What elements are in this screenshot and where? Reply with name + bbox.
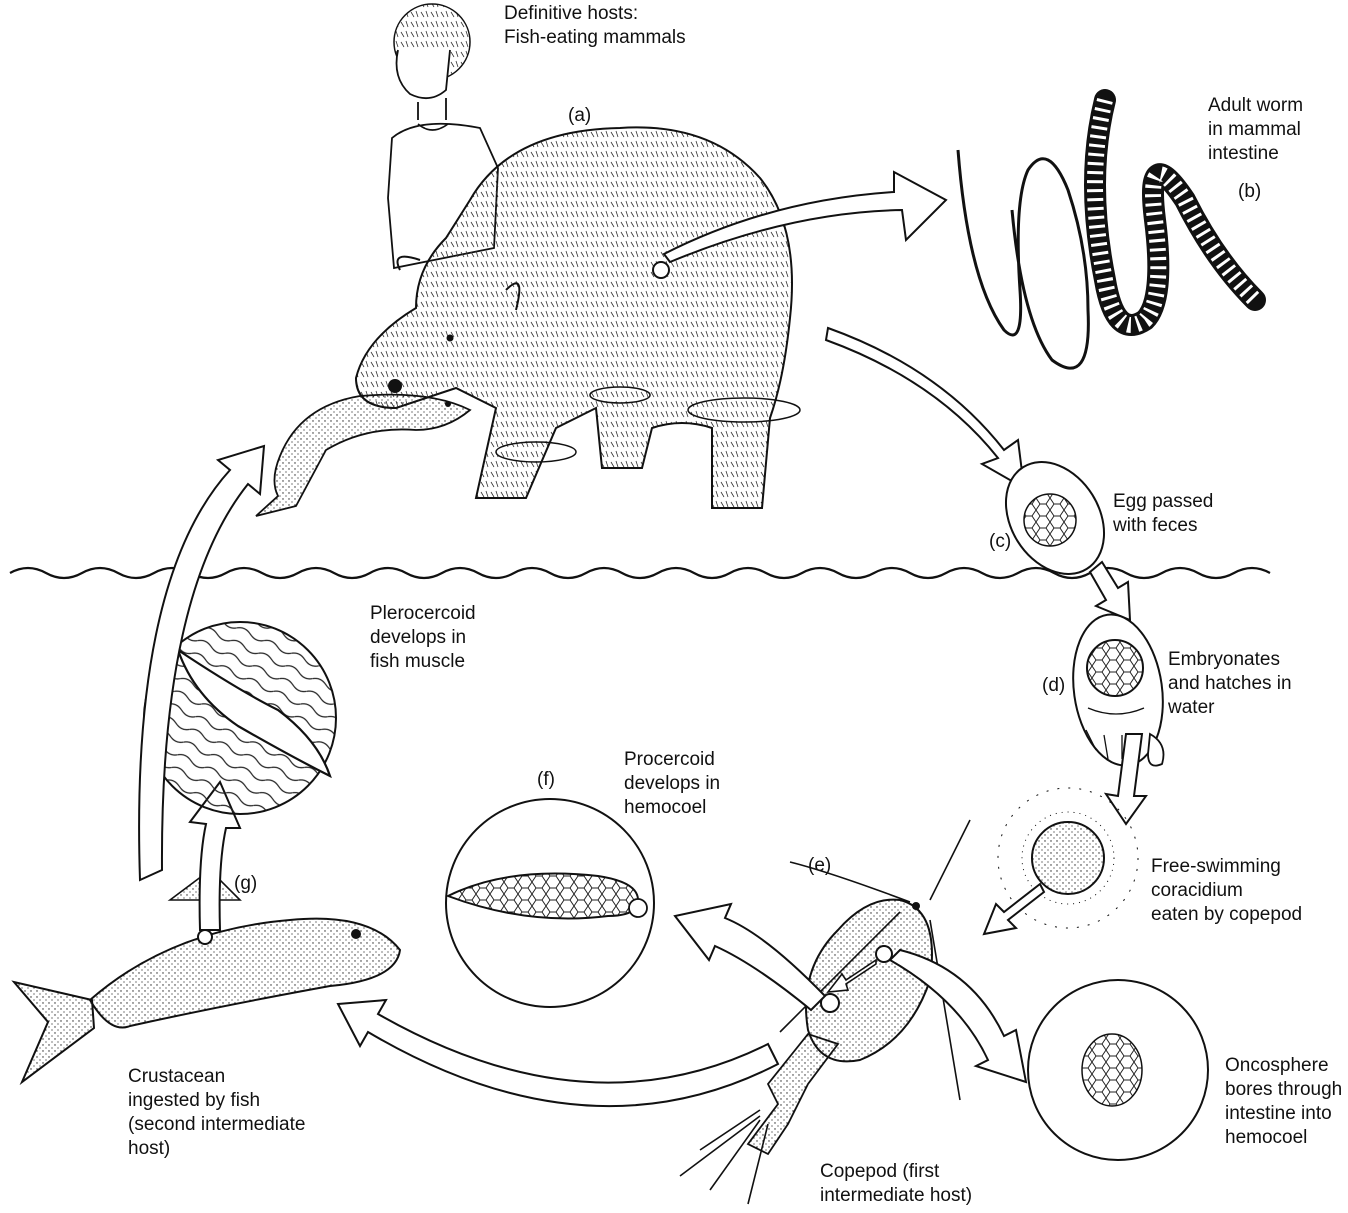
- plerocercoid-line: develops in: [370, 626, 476, 650]
- arrow-to-fish: [338, 1000, 778, 1106]
- embryonates-line: and hatches in: [1168, 672, 1292, 696]
- procercoid-line: Procercoid: [624, 748, 720, 772]
- stage-tag-c: (c): [989, 530, 1011, 554]
- coracidium-line: coracidium: [1151, 879, 1302, 903]
- embryonates-line: water: [1168, 696, 1292, 720]
- egg-label: Egg passed with feces: [1113, 490, 1213, 538]
- crustacean-label: Crustacean ingested by fish (second inte…: [128, 1065, 305, 1161]
- copepod-line: Copepod (first: [820, 1160, 972, 1184]
- arrow-to-copepod: [984, 884, 1044, 934]
- procercoid-line: hemocoel: [624, 796, 720, 820]
- coracidium-line: Free-swimming: [1151, 855, 1302, 879]
- adult-worm-label: Adult worm in mammal intestine: [1208, 94, 1303, 166]
- definitive-hosts-line: Fish-eating mammals: [504, 26, 686, 50]
- adult-worm-line: Adult worm: [1208, 94, 1303, 118]
- procercoid-illustration: [446, 799, 654, 1007]
- oncosphere-line: bores through: [1225, 1078, 1342, 1102]
- adult-worm-line: intestine: [1208, 142, 1303, 166]
- coracidium-line: eaten by copepod: [1151, 903, 1302, 927]
- plerocercoid-label: Plerocercoid develops in fish muscle: [370, 602, 476, 674]
- arrow-to-embryonated-egg: [1090, 562, 1130, 620]
- procercoid-line: develops in: [624, 772, 720, 796]
- crustacean-line: Crustacean: [128, 1065, 305, 1089]
- oncosphere-label: Oncosphere bores through intestine into …: [1225, 1054, 1342, 1150]
- oncosphere-line: Oncosphere: [1225, 1054, 1342, 1078]
- crustacean-line: host): [128, 1137, 305, 1161]
- copepod-label: Copepod (first intermediate host): [820, 1160, 972, 1208]
- crustacean-line: (second intermediate: [128, 1113, 305, 1137]
- stage-tag-a: (a): [568, 104, 591, 128]
- egg-line: with feces: [1113, 514, 1213, 538]
- plerocercoid-line: Plerocercoid: [370, 602, 476, 626]
- arrow-to-egg: [826, 328, 1024, 488]
- embryonates-line: Embryonates: [1168, 648, 1292, 672]
- arrow-to-procercoid: [675, 904, 825, 1010]
- stage-tag-d: (d): [1042, 674, 1065, 698]
- copepod-line: intermediate host): [820, 1184, 972, 1208]
- oncosphere-line: hemocoel: [1225, 1126, 1342, 1150]
- stage-tag-b: (b): [1238, 180, 1261, 204]
- definitive-hosts-line: Definitive hosts:: [504, 2, 686, 26]
- oncosphere-illustration: [1028, 980, 1208, 1160]
- caught-fish-illustration: [256, 395, 470, 516]
- stage-tag-g: (g): [234, 872, 257, 896]
- adult-worm-line: in mammal: [1208, 118, 1303, 142]
- procercoid-label: Procercoid develops in hemocoel: [624, 748, 720, 820]
- crustacean-line: ingested by fish: [128, 1089, 305, 1113]
- definitive-hosts-label: Definitive hosts: Fish-eating mammals: [504, 2, 686, 50]
- egg-line: Egg passed: [1113, 490, 1213, 514]
- stage-tag-f: (f): [537, 768, 555, 792]
- plerocercoid-line: fish muscle: [370, 650, 476, 674]
- embryonated-egg-illustration: [1064, 609, 1172, 772]
- embryonates-label: Embryonates and hatches in water: [1168, 648, 1292, 720]
- stage-tag-e: (e): [808, 854, 831, 878]
- coracidium-label: Free-swimming coracidium eaten by copepo…: [1151, 855, 1302, 927]
- oncosphere-line: intestine into: [1225, 1102, 1342, 1126]
